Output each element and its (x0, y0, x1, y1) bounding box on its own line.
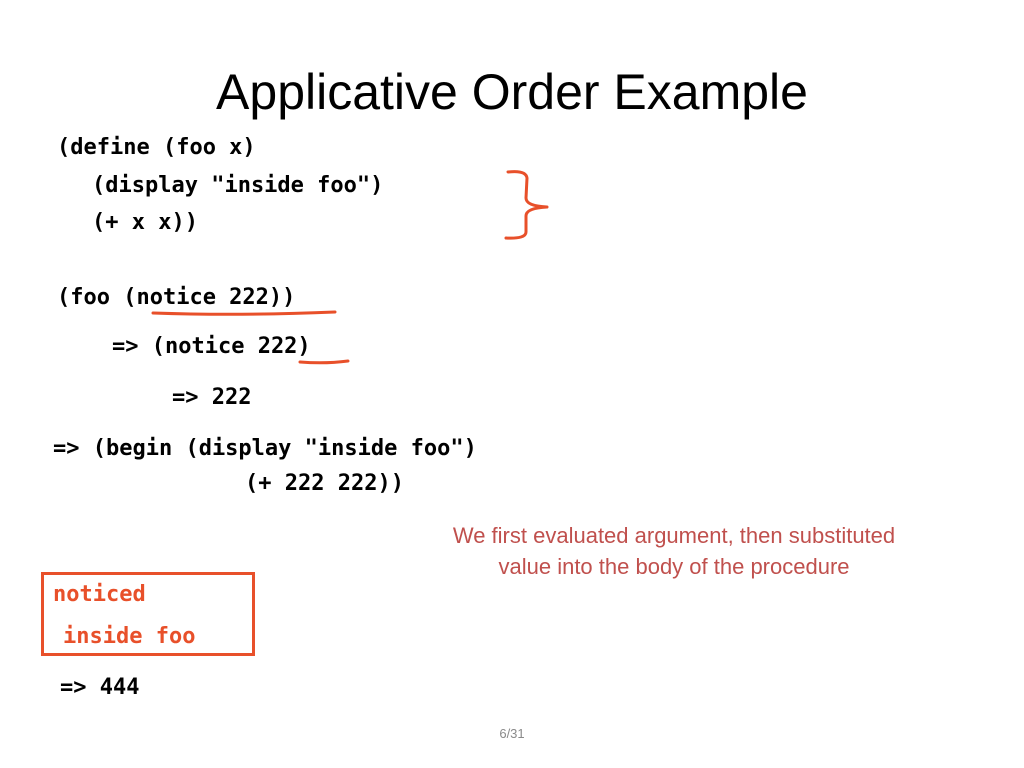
code-line-call: (foo (notice 222)) (57, 285, 296, 310)
annotation-note: We first evaluated argument, then substi… (452, 523, 896, 579)
code-line-define: (define (foo x) (57, 135, 256, 160)
underline-notice-call (151, 310, 337, 316)
output-line-inside-foo: inside foo (63, 624, 196, 649)
code-line-sum: (+ 222 222)) (245, 471, 404, 496)
code-line-display: (display "inside foo") (92, 173, 384, 198)
code-line-result: => 444 (60, 675, 140, 700)
code-line-eval-notice: => (notice 222) (112, 334, 311, 359)
curly-brace-mark (504, 170, 549, 240)
page-number: 6/31 (499, 726, 525, 741)
code-line-begin: => (begin (display "inside foo") (53, 436, 477, 461)
underline-222 (298, 359, 350, 365)
output-line-noticed: noticed (53, 582, 146, 607)
code-line-add: (+ x x)) (92, 210, 198, 235)
code-line-eval-value: => 222 (172, 385, 252, 410)
output-box (41, 572, 255, 656)
slide-title: Applicative Order Example (216, 64, 808, 120)
